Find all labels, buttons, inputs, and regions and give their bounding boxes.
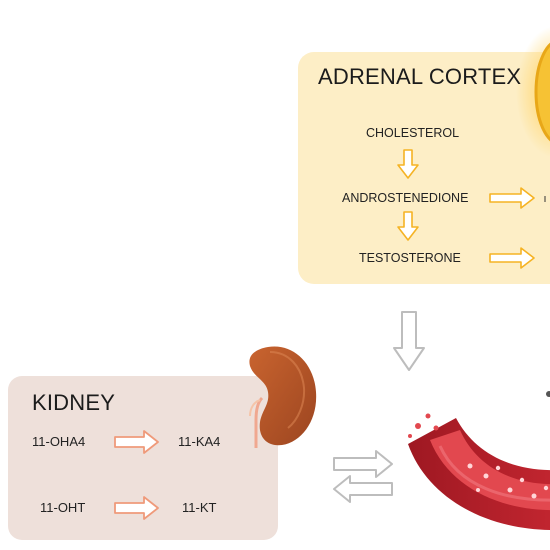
kidney-icon [249,346,317,448]
kidney-arrow-2 [114,496,159,520]
adrenal-cortex-panel [298,52,550,284]
androstenedione-output-arrow [489,187,535,209]
clipped-dot [546,391,550,397]
kidney-blood-exchange-arrows [333,450,393,503]
kidney-title: KIDNEY [32,390,116,415]
androstenedione-label: ANDROSTENEDIONE [342,191,469,205]
kidney-from-1: 11-OHA4 [32,434,86,449]
kidney-to-1: 11-KA4 [178,434,221,449]
blood-vessel-icon [408,413,550,530]
testosterone-label: TESTOSTERONE [359,251,461,265]
kidney-from-2: 11-OHT [40,500,86,515]
adrenal-down-arrow-2 [397,211,419,241]
adrenal-to-blood-arrow [393,311,425,371]
kidney-arrow-1 [114,430,159,454]
testosterone-output-arrow [489,247,535,269]
adrenal-cortex-title: ADRENAL CORTEX [318,64,522,89]
kidney-to-2: 11-KT [182,500,217,515]
kidney-panel [8,376,278,540]
adrenal-gland-icon [516,26,550,158]
adrenal-down-arrow-1 [397,149,419,179]
cholesterol-label: CHOLESTEROL [366,126,460,140]
